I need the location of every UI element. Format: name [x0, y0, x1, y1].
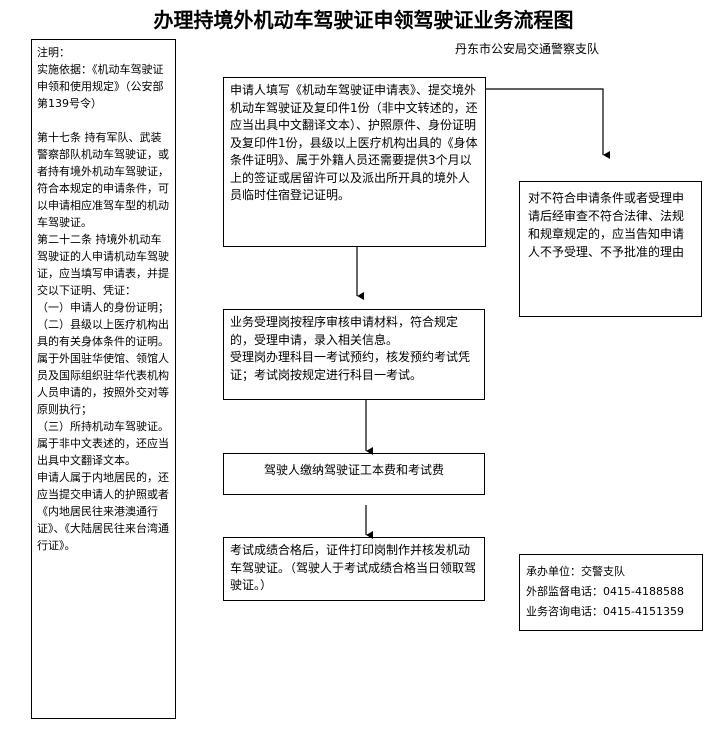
step-fee-payment: 驾驶人缴纳驾驶证工本费和考试费 — [223, 453, 485, 495]
organization-label: 丹东市公安局交通警察支队 — [455, 42, 600, 56]
notes-heading: 注明： — [37, 46, 70, 59]
step-license-issue: 考试成绩合格后，证件打印岗制作并核发机动车驾驶证。（驾驶人于考试成绩合格当日领取… — [223, 537, 485, 601]
step-application: 申请人填写《机动车驾驶证申请表》、提交境外机动车驾驶证及复印件1份（非中文转述的… — [223, 77, 486, 247]
contact-supervise-phone: 外部监督电话：0415-4188588 — [526, 585, 684, 598]
rejection-box: 对不符合申请条件或者受理申请后经审查不符合法律、法规和规章规定的，应当告知申请人… — [519, 181, 702, 317]
notes-basis: 实施依据：《机动车驾驶证申领和使用规定》（公安部第139号令） — [37, 63, 164, 110]
step-license-issue-text: 考试成绩合格后，证件打印岗制作并核发机动车驾驶证。（驾驶人于考试成绩合格当日领取… — [230, 543, 477, 592]
step-fee-payment-text: 驾驶人缴纳驾驶证工本费和考试费 — [263, 463, 444, 477]
contact-unit: 承办单位：交警支队 — [526, 565, 625, 578]
notes-item-3: （三）所持机动车驾驶证。属于非中文表述的，还应当出具中文翻译文本。 — [37, 420, 169, 467]
step-review-text: 业务受理岗按程序审核申请材料，符合规定的，受理申请，录入相关信息。 — [230, 315, 459, 347]
notes-mainland-residents: 申请人属于内地居民的，还应当提交申请人的护照或者《内地居民往来港澳通行证》、《大… — [37, 471, 169, 552]
notes-item-1: （一）申请人的身份证明； — [37, 301, 169, 314]
contact-box: 承办单位：交警支队 外部监督电话：0415-4188588 业务咨询电话：041… — [519, 554, 703, 631]
notes-item-2: （二）县级以上医疗机构出具的有关身体条件的证明。属于外国驻华使馆、领馆人员及国际… — [37, 318, 169, 416]
rejection-text: 对不符合申请条件或者受理申请后经审查不符合法律、法规和规章规定的，应当告知申请人… — [528, 191, 685, 259]
notes-panel: 注明： 实施依据：《机动车驾驶证申领和使用规定》（公安部第139号令） 第十七条… — [31, 39, 176, 719]
notes-article-17: 第十七条 持有军队、武装警察部队机动车驾驶证，或者持有境外机动车驾驶证，符合本规… — [37, 131, 169, 229]
step-review: 业务受理岗按程序审核申请材料，符合规定的，受理申请，录入相关信息。 受理岗办理科… — [223, 309, 485, 400]
contact-consult-phone: 业务咨询电话：0415-4151359 — [526, 605, 684, 618]
notes-article-22: 第二十二条 持境外机动车驾驶证的人申请机动车驾驶证，应当填写申请表，并提交以下证… — [37, 233, 169, 297]
arrow-to-rejection — [486, 88, 610, 159]
step-application-text: 申请人填写《机动车驾驶证申请表》、提交境外机动车驾驶证及复印件1份（非中文转述的… — [230, 83, 478, 202]
step-exam-booking-text: 受理岗办理科目一考试预约，核发预约考试凭证；考试岗按规定进行科目一考试。 — [230, 350, 471, 382]
page-title: 办理持境外机动车驾驶证申领驾驶证业务流程图 — [153, 8, 574, 32]
